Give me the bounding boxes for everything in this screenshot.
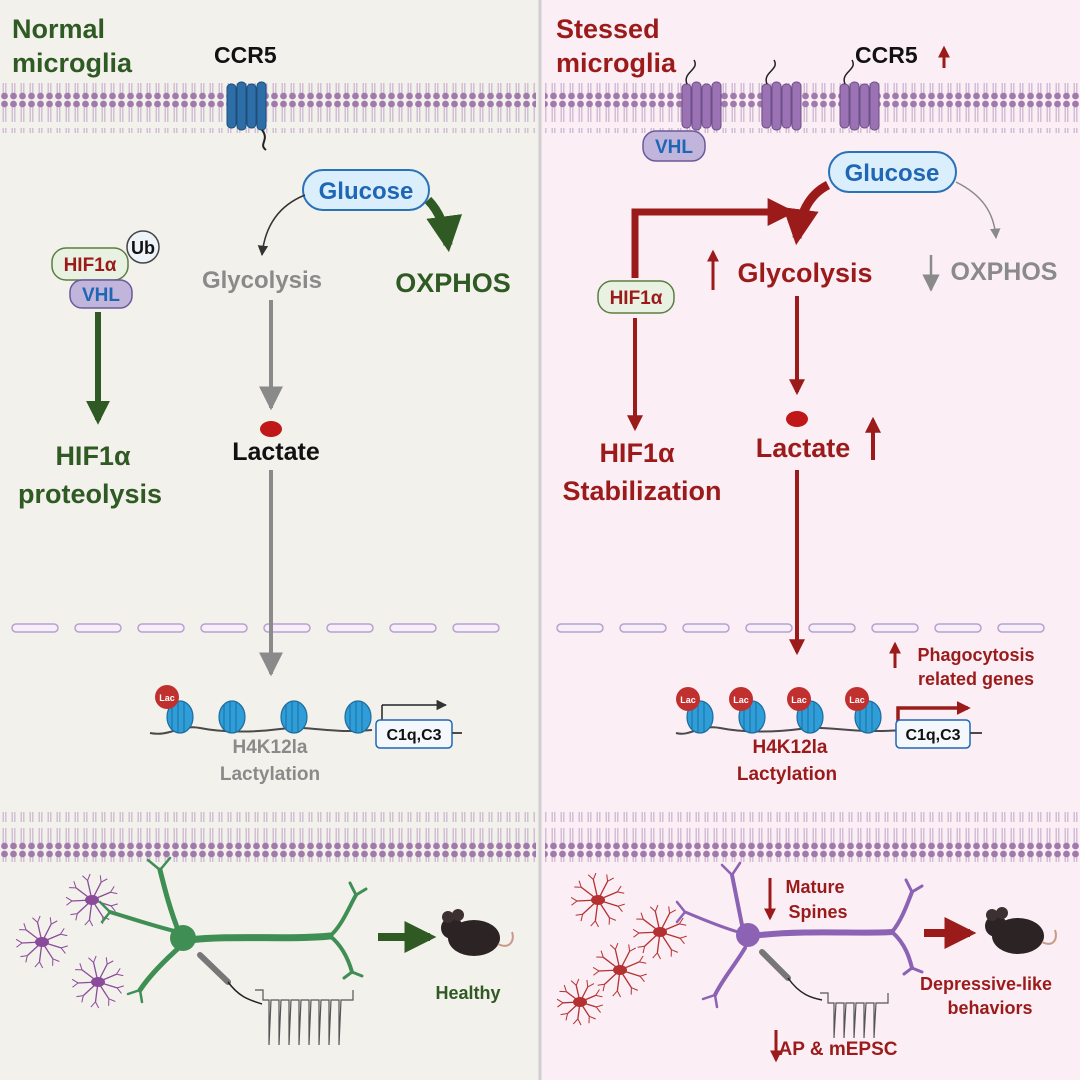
nucleosome bbox=[281, 701, 307, 733]
right-hif1a-result-line2: Stabilization bbox=[562, 476, 721, 506]
left-lactate-dot bbox=[260, 421, 282, 437]
membrane-dash bbox=[998, 624, 1044, 632]
membrane-dash bbox=[746, 624, 792, 632]
right-h4k12la-label: H4K12la bbox=[753, 737, 828, 758]
left-lactylation-label: Lactylation bbox=[220, 764, 320, 785]
left-hif1a-result-line1: HIF1α bbox=[55, 441, 131, 471]
membrane-dash bbox=[809, 624, 855, 632]
membrane-dash bbox=[390, 624, 436, 632]
ap-mepsc-label: AP & mEPSC bbox=[779, 1039, 898, 1060]
right-oxphos-label: OXPHOS bbox=[951, 258, 1058, 286]
left-oxphos-label: OXPHOS bbox=[395, 268, 511, 298]
lac-label: Lac bbox=[680, 695, 696, 705]
phagocytosis-line1: Phagocytosis bbox=[917, 645, 1034, 665]
right-neuron-soma bbox=[736, 923, 760, 947]
receptor-helix bbox=[870, 82, 879, 130]
right-title-line1: Stessed bbox=[556, 14, 660, 44]
right-gene-label: C1q,C3 bbox=[905, 727, 960, 744]
right-hif1a-result-line1: HIF1α bbox=[599, 438, 675, 468]
right-glucose-label: Glucose bbox=[845, 160, 940, 187]
receptor-helix bbox=[682, 84, 691, 128]
membrane-dash bbox=[327, 624, 373, 632]
membrane-dash bbox=[75, 624, 121, 632]
microglia-body bbox=[653, 927, 667, 937]
right-glycolysis-label: Glycolysis bbox=[737, 258, 872, 288]
membrane-dash bbox=[557, 624, 603, 632]
depressive-line1: Depressive-like bbox=[920, 974, 1052, 994]
left-lac-label: Lac bbox=[159, 693, 175, 703]
membrane-dash bbox=[683, 624, 729, 632]
membrane-dash bbox=[872, 624, 918, 632]
mature-spines-line2: Spines bbox=[788, 902, 847, 922]
membrane-dash bbox=[453, 624, 499, 632]
left-ccr5-label: CCR5 bbox=[214, 42, 277, 68]
left-title-line1: Normal bbox=[12, 14, 105, 44]
healthy-label: Healthy bbox=[435, 983, 500, 1003]
receptor-helix bbox=[772, 82, 781, 130]
membrane-dash bbox=[201, 624, 247, 632]
phagocytosis-line2: related genes bbox=[918, 669, 1034, 689]
nucleosome bbox=[219, 701, 245, 733]
receptor-helix bbox=[792, 82, 801, 130]
left-neuron-soma bbox=[170, 925, 196, 951]
microglia-body bbox=[91, 977, 105, 987]
left-gene-label: C1q,C3 bbox=[386, 727, 441, 744]
receptor-helix bbox=[860, 84, 869, 128]
left-vhl-label: VHL bbox=[82, 285, 120, 306]
left-lactate-label: Lactate bbox=[232, 438, 320, 466]
left-glucose-label: Glucose bbox=[319, 178, 414, 205]
left-hif1a-result-line2: proteolysis bbox=[18, 479, 162, 509]
right-hif1a-label: HIF1α bbox=[610, 288, 663, 309]
receptor-helix bbox=[840, 84, 849, 128]
ub-label: Ub bbox=[131, 238, 155, 258]
right-vhl-label: VHL bbox=[655, 137, 693, 158]
receptor-helix bbox=[782, 84, 791, 128]
right-lactate-dot bbox=[786, 411, 808, 427]
left-top-membrane bbox=[0, 83, 536, 133]
membrane-dash bbox=[12, 624, 58, 632]
right-top-membrane bbox=[545, 83, 1080, 133]
membrane-dash bbox=[620, 624, 666, 632]
receptor-helix bbox=[702, 84, 711, 128]
lac-label: Lac bbox=[733, 695, 749, 705]
microglia-body bbox=[591, 895, 605, 905]
microglia-body bbox=[85, 895, 99, 905]
depressive-line2: behaviors bbox=[947, 998, 1032, 1018]
receptor-helix bbox=[712, 82, 721, 130]
left-hif1a-label: HIF1α bbox=[64, 255, 117, 276]
right-ccr5-label: CCR5 bbox=[855, 42, 918, 68]
right-lactylation-label: Lactylation bbox=[737, 764, 837, 785]
lac-label: Lac bbox=[849, 695, 865, 705]
receptor-helix bbox=[692, 82, 701, 130]
mature-spines-line1: Mature bbox=[785, 877, 844, 897]
membrane-dash bbox=[138, 624, 184, 632]
microglia-body bbox=[35, 937, 49, 947]
left-bottom-membrane bbox=[0, 812, 536, 862]
right-title-line2: microglia bbox=[556, 48, 677, 78]
membrane-dash bbox=[935, 624, 981, 632]
lac-label: Lac bbox=[791, 695, 807, 705]
microglia-body bbox=[573, 997, 587, 1007]
nucleosome bbox=[345, 701, 371, 733]
microglia-body bbox=[613, 965, 627, 975]
receptor-helix bbox=[762, 84, 771, 128]
left-h4k12la-label: H4K12la bbox=[233, 737, 308, 758]
left-glycolysis-label: Glycolysis bbox=[202, 267, 322, 294]
right-lactate-label: Lactate bbox=[756, 433, 851, 463]
right-bottom-membrane bbox=[545, 812, 1080, 862]
receptor-helix bbox=[850, 82, 859, 130]
left-title-line2: microglia bbox=[12, 48, 133, 78]
